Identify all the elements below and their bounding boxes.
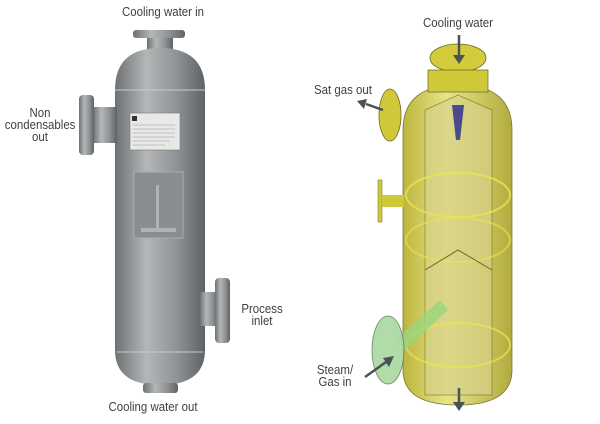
inlet-pipe [395,300,448,350]
label-cooling-water-in: Cooling water in [121,4,205,19]
nameplate [129,112,181,151]
spray-nozzle [452,105,464,140]
right-flange [215,278,230,343]
label-process-inlet: Process inlet [241,301,283,328]
steam-inlet-flange [371,315,405,385]
top-flange [133,30,185,38]
label-non-condensables-out: Non condensables out [4,105,76,144]
vessel-photo [79,30,230,393]
bottom-flange [143,383,178,393]
vessel-cutaway [371,43,513,406]
sat-gas-arrow [365,102,384,112]
left-flange [79,95,94,155]
label-steam-gas-in: Steam/ Gas in [316,362,354,389]
steam-inlet-arrow [364,360,387,379]
flow-arrows [357,35,465,411]
cutaway-interior [424,94,493,396]
label-sat-gas-out: Sat gas out [314,82,372,97]
left-nozzle [93,107,117,143]
label-cooling-water: Cooling water [423,15,493,30]
sat-gas-flange [378,88,402,142]
label-cooling-water-out: Cooling water out [108,399,198,414]
right-nozzle [200,292,218,326]
